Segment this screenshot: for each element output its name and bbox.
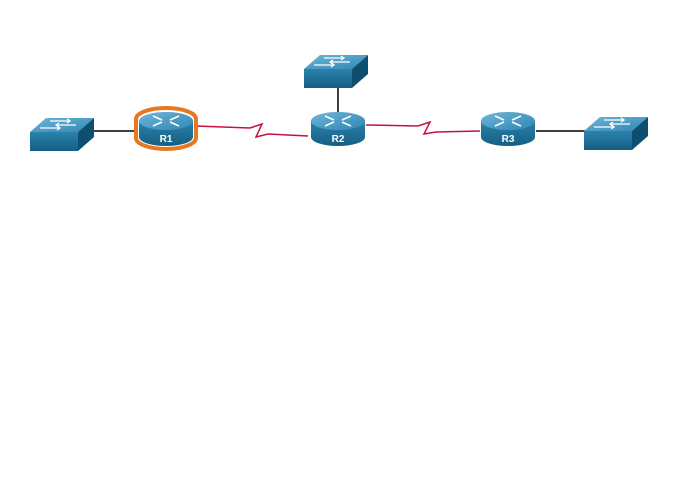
highlight-ring bbox=[134, 106, 198, 151]
switch-icon[interactable] bbox=[584, 117, 648, 150]
switch-icon[interactable] bbox=[304, 55, 368, 88]
switch-icon[interactable] bbox=[30, 118, 94, 151]
router-r3[interactable]: R3 bbox=[481, 112, 535, 146]
router-label: R1 bbox=[160, 134, 173, 145]
router-r1[interactable]: R1 bbox=[134, 106, 198, 151]
router-r2[interactable]: R2 bbox=[311, 112, 365, 146]
router-arrows-icon bbox=[324, 115, 352, 127]
router-arrows-icon bbox=[152, 115, 180, 127]
serial-link-r2-r3 bbox=[365, 120, 481, 135]
router-arrows-icon bbox=[494, 115, 522, 127]
links bbox=[92, 84, 588, 139]
serial-link-r1-r2 bbox=[195, 122, 309, 139]
router-label: R3 bbox=[502, 134, 515, 145]
router-label: R2 bbox=[332, 134, 345, 145]
